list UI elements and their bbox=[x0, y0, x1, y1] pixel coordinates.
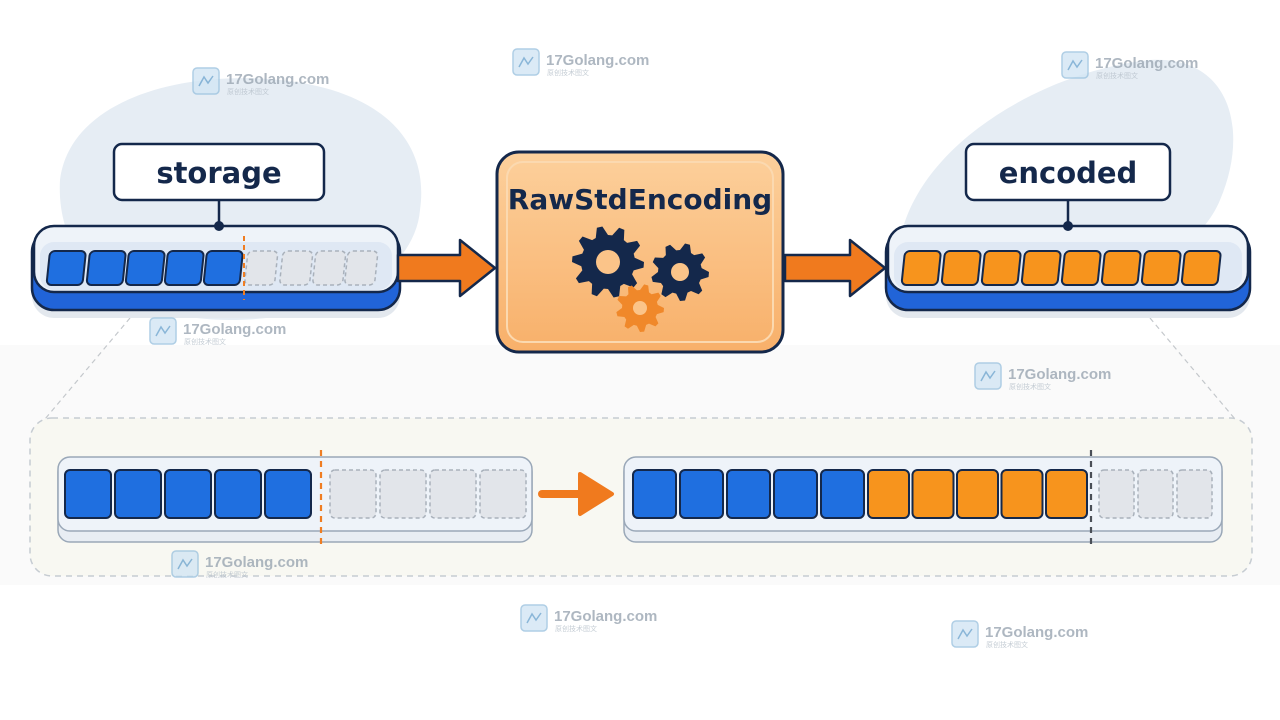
detail-before-tray bbox=[57, 450, 533, 545]
empty-slot bbox=[429, 469, 477, 519]
empty-slot bbox=[1176, 469, 1213, 519]
encoded-byte bbox=[940, 250, 982, 286]
watermark-site: 17Golang.com bbox=[985, 624, 1088, 641]
empty-slot bbox=[1098, 469, 1135, 519]
encoded-byte bbox=[980, 250, 1022, 286]
empty-slot bbox=[1137, 469, 1174, 519]
watermark-site: 17Golang.com bbox=[183, 321, 286, 338]
encoded-byte-cell bbox=[1140, 250, 1182, 286]
empty-slot bbox=[379, 469, 427, 519]
data-byte bbox=[164, 469, 212, 519]
watermark-site: 17Golang.com bbox=[205, 554, 308, 571]
empty-slot bbox=[279, 250, 314, 286]
watermark-site: 17Golang.com bbox=[554, 608, 657, 625]
encoder-box bbox=[495, 150, 785, 354]
data-byte bbox=[163, 250, 205, 286]
storage-byte-cell bbox=[344, 250, 379, 286]
data-byte bbox=[773, 469, 818, 519]
watermark-tagline: 原创技术图文 bbox=[555, 624, 597, 633]
encoded-byte bbox=[900, 250, 942, 286]
data-byte bbox=[114, 469, 162, 519]
encoder-label: RawStdEncoding bbox=[508, 183, 772, 216]
watermark-site: 17Golang.com bbox=[546, 52, 649, 69]
empty-slot bbox=[244, 250, 279, 286]
empty-slot bbox=[312, 250, 347, 286]
arrow-right-icon bbox=[396, 238, 497, 298]
data-byte bbox=[45, 250, 87, 286]
storage-tray bbox=[30, 224, 402, 318]
detail-after-tray bbox=[623, 450, 1223, 545]
arrow-right-icon bbox=[783, 238, 887, 298]
encoded-byte bbox=[1020, 250, 1062, 286]
storage-label-box bbox=[112, 142, 326, 202]
encoded-byte-cell bbox=[940, 250, 982, 286]
data-byte bbox=[64, 469, 112, 519]
encoded-byte bbox=[1180, 250, 1222, 286]
gear-icon-small bbox=[616, 284, 664, 332]
gear-icon-medium bbox=[651, 243, 709, 301]
empty-slot bbox=[344, 250, 379, 286]
watermark-tagline: 原创技术图文 bbox=[547, 68, 589, 77]
watermark-tagline: 原创技术图文 bbox=[206, 570, 248, 579]
watermark-tagline: 原创技术图文 bbox=[986, 640, 1028, 649]
storage-byte-cell bbox=[45, 250, 87, 286]
encoded-byte bbox=[1100, 250, 1142, 286]
storage-byte-cell bbox=[279, 250, 314, 286]
encoded-byte bbox=[1060, 250, 1102, 286]
empty-slot bbox=[329, 469, 377, 519]
storage-byte-cell bbox=[312, 250, 347, 286]
data-byte bbox=[124, 250, 166, 286]
storage-byte-cell bbox=[124, 250, 166, 286]
encoded-byte bbox=[1045, 469, 1088, 519]
data-byte bbox=[679, 469, 724, 519]
encoded-byte bbox=[1000, 469, 1044, 519]
encoded-label-dot bbox=[1063, 221, 1073, 231]
encoded-byte-cell bbox=[1020, 250, 1062, 286]
encoded-label-box bbox=[964, 142, 1172, 202]
watermark-tagline: 原创技术图文 bbox=[1009, 382, 1051, 391]
encoded-byte-cell bbox=[900, 250, 942, 286]
data-byte bbox=[202, 250, 244, 286]
encoded-byte-cell bbox=[980, 250, 1022, 286]
data-byte bbox=[726, 469, 771, 519]
storage-byte-cell bbox=[163, 250, 205, 286]
data-byte bbox=[214, 469, 262, 519]
empty-slot bbox=[479, 469, 527, 519]
gear-icon-large bbox=[572, 226, 644, 298]
watermark-tagline: 原创技术图文 bbox=[227, 87, 269, 96]
data-byte bbox=[632, 469, 677, 519]
encoded-byte bbox=[867, 469, 910, 519]
encoded-byte bbox=[1140, 250, 1182, 286]
watermark-tagline: 原创技术图文 bbox=[184, 337, 226, 346]
encoded-label: encoded bbox=[999, 156, 1138, 190]
storage-byte-cell bbox=[202, 250, 244, 286]
arrow-right-icon bbox=[538, 472, 614, 516]
storage-label: storage bbox=[156, 156, 281, 190]
storage-byte-cell bbox=[244, 250, 279, 286]
storage-byte-cell bbox=[85, 250, 127, 286]
encoded-byte-cell bbox=[1060, 250, 1102, 286]
watermark-site: 17Golang.com bbox=[226, 71, 329, 88]
data-byte bbox=[264, 469, 312, 519]
watermark-tagline: 原创技术图文 bbox=[1096, 71, 1138, 80]
encoded-byte-cell bbox=[1100, 250, 1142, 286]
encoded-byte bbox=[956, 469, 999, 519]
data-byte bbox=[85, 250, 127, 286]
encoded-byte-cell bbox=[1180, 250, 1222, 286]
encoded-tray bbox=[884, 224, 1252, 318]
storage-label-dot bbox=[214, 221, 224, 231]
watermark-site: 17Golang.com bbox=[1095, 55, 1198, 72]
data-byte bbox=[820, 469, 865, 519]
encoded-byte bbox=[911, 469, 955, 519]
watermark-site: 17Golang.com bbox=[1008, 366, 1111, 383]
